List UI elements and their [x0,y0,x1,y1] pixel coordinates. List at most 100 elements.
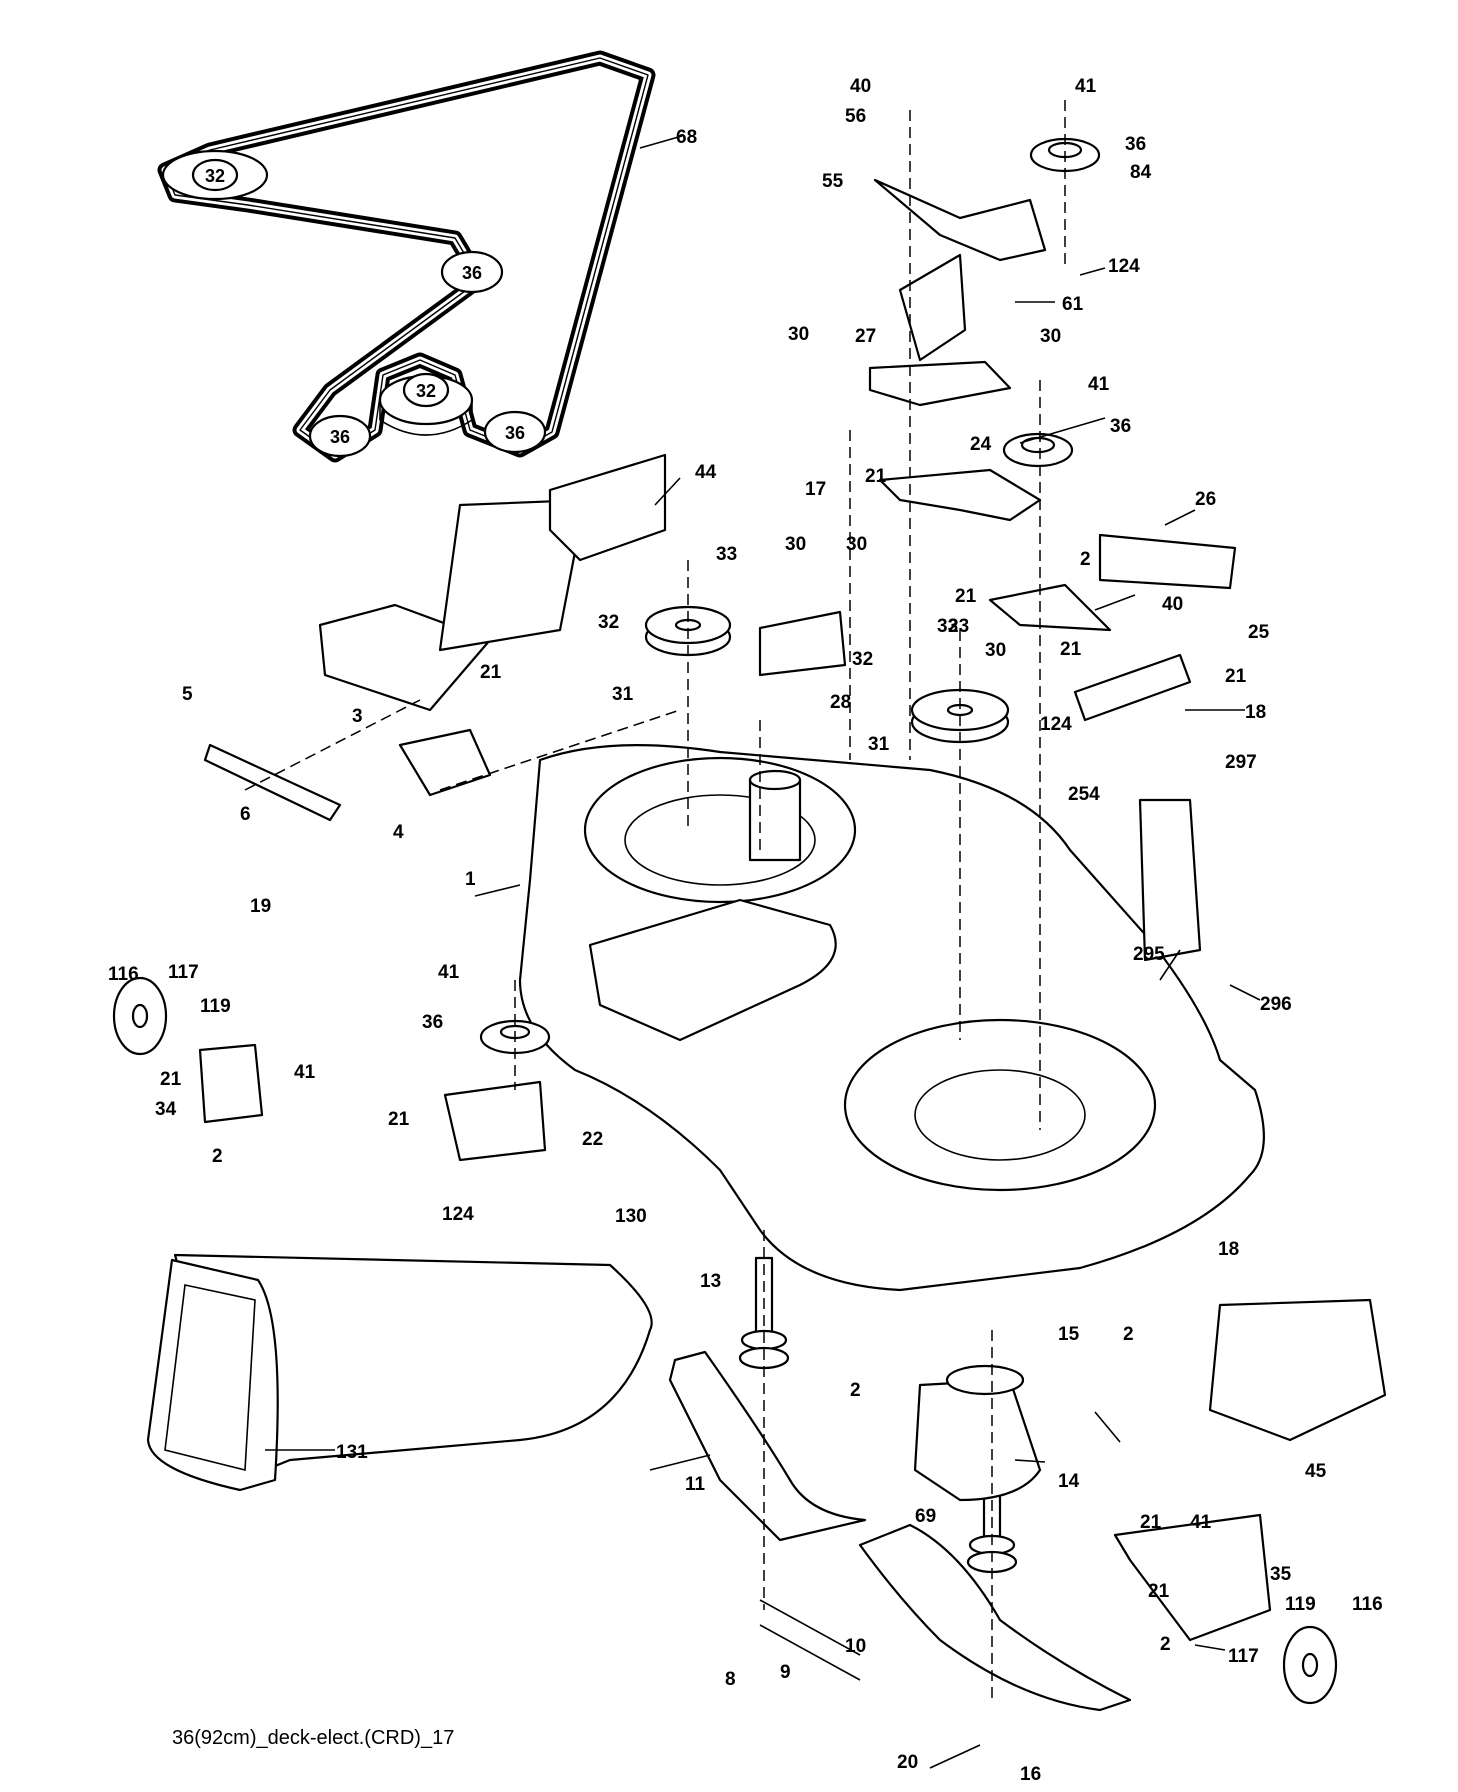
callout: 13 [700,1271,721,1292]
bracket-icon [1098,533,1237,590]
callout: 30 [788,324,809,345]
bracket-icon [1138,798,1202,962]
callout: 18 [1245,702,1266,723]
callout: 21 [388,1109,410,1130]
callout: 117 [168,962,199,983]
callout: 119 [200,996,231,1017]
callout: 45 [1305,1461,1327,1482]
callout: 30 [1040,326,1061,347]
callout: 32 [852,649,873,670]
deck-shell-icon [518,744,1265,1292]
callout: 33 [716,544,737,565]
pulley-icon: 36 [308,414,372,458]
callout: 44 [695,462,717,483]
callout: 55 [822,171,844,192]
callout: 19 [250,896,271,917]
callout: 61 [1062,294,1084,315]
assembly-lines [244,100,1066,1700]
gauge-wheel-icon [112,976,168,1056]
callout: 8 [725,1669,736,1690]
callout: 18 [1218,1239,1239,1260]
callout: 16 [1020,1764,1041,1785]
bracket-icon [198,1043,264,1124]
callout: 35 [1270,1564,1292,1585]
callout: 3 [352,706,363,727]
callout: 297 [1225,752,1257,773]
callout: 10 [845,1636,866,1657]
pulley-icon [1002,432,1074,468]
callout: 17 [805,479,826,500]
callout: 124 [1040,714,1072,735]
callout: 9 [780,1662,791,1683]
callout: 21 [955,586,977,607]
callout: 20 [897,1752,918,1773]
callout: 11 [685,1474,706,1495]
callout: 84 [1130,162,1152,183]
callout: 36 [422,1012,443,1033]
callout: 69 [915,1506,936,1527]
callout: 254 [1068,784,1100,805]
callout: 116 [108,964,139,985]
callout: 31 [868,734,890,755]
bracket-icon [1073,653,1192,722]
callout: 6 [240,804,251,825]
callout: 23 [948,616,969,637]
pulley-icon [910,688,1010,744]
callout: 41 [294,1062,316,1083]
diagram-caption: 36(92cm)_deck-elect.(CRD)_17 [172,1727,455,1749]
callout: 116 [1352,1594,1383,1615]
callout: 2 [1160,1634,1171,1655]
callout: 21 [1225,666,1247,687]
pulley-label: 36 [505,423,525,443]
leader-lines [265,135,1261,1769]
callout: 36 [1110,416,1131,437]
callout: 21 [865,466,887,487]
callout: 21 [1140,1512,1162,1533]
callout: 68 [676,127,697,148]
pulley-icon: 36 [483,410,547,454]
callout-labels: 40 56 41 36 84 55 124 61 30 27 30 41 36 … [108,76,1383,1785]
callout: 4 [393,822,404,843]
callout: 30 [846,534,867,555]
callout: 41 [1190,1512,1212,1533]
callout: 119 [1285,1594,1316,1615]
callout: 15 [1058,1324,1080,1345]
callout: 21 [480,662,502,683]
callout: 21 [1148,1581,1170,1602]
callout: 30 [785,534,806,555]
bracket-icon [878,468,1042,522]
callout: 56 [845,106,866,127]
discharge-chute-icon [146,1253,653,1492]
callout: 22 [582,1129,603,1150]
callout: 296 [1260,994,1292,1015]
callout: 2 [850,1380,861,1401]
bracket-icon [868,253,1012,407]
callout: 5 [182,684,193,705]
callout: 21 [1060,639,1082,660]
callout: 32 [598,612,619,633]
callout: 14 [1058,1471,1080,1492]
callout: 117 [1228,1646,1259,1667]
belt-routing-inset: 32 36 32 36 36 [157,50,656,463]
bracket-icon [988,583,1112,632]
callout: 27 [855,326,876,347]
pulley-label: 36 [330,427,350,447]
callout: 41 [1088,374,1110,395]
callout: 26 [1195,489,1216,510]
callout: 41 [438,962,460,983]
gauge-wheel-icon [1282,1625,1338,1705]
spindle-icon [738,1256,790,1370]
blade-icon [668,1350,867,1542]
callout: 2 [1123,1324,1134,1345]
callout: 40 [1162,594,1183,615]
blade-icon [858,1523,1132,1712]
callout: 28 [830,692,851,713]
pulley-label: 32 [416,381,436,401]
pulley-label: 36 [462,263,482,283]
bracket-icon [443,1080,547,1162]
callout: 36 [1125,134,1146,155]
pulley-icon: 32 [161,149,269,201]
spindle-housing-icon [913,1364,1042,1502]
bracket-icon [398,728,492,797]
